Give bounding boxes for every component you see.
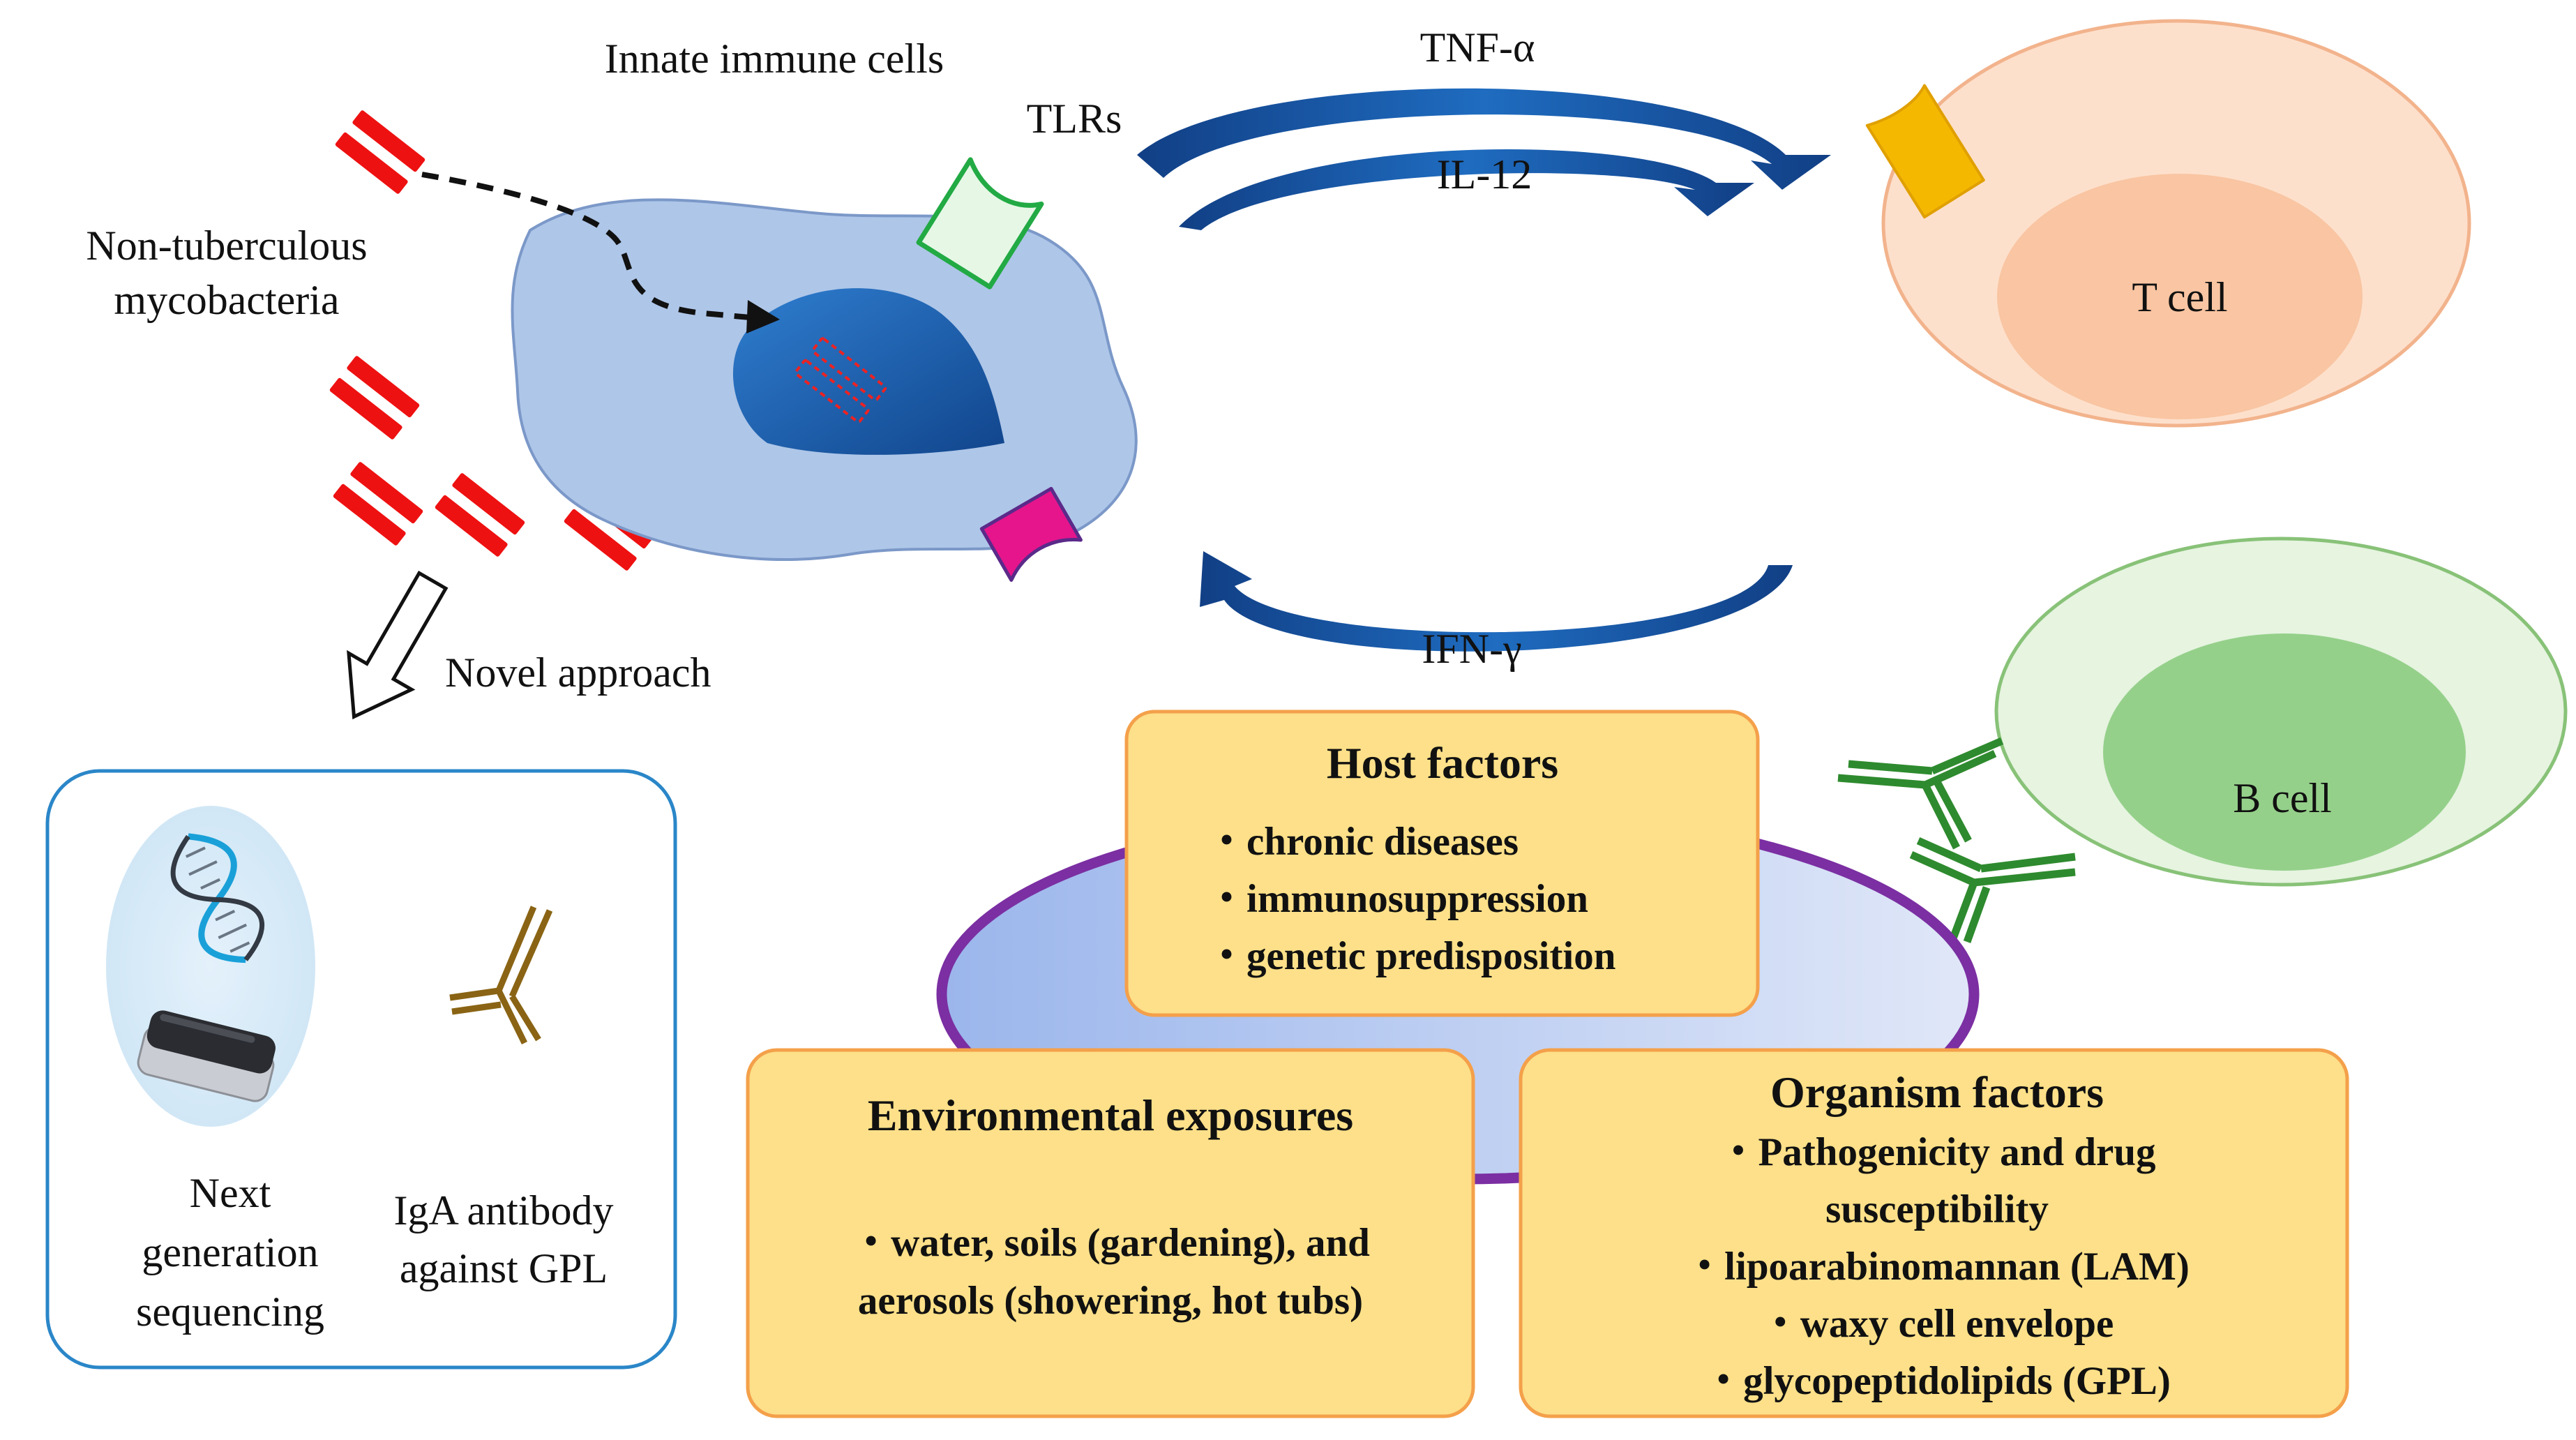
ngs-label-line: Next xyxy=(190,1170,271,1216)
organism-factors-item: ・glycopeptidolipids (GPL) xyxy=(1703,1359,2171,1403)
environmental-exposures-title: Environmental exposures xyxy=(868,1090,1353,1140)
bacterium-icon xyxy=(333,462,423,546)
host-factors-item: ・immunosuppression xyxy=(1207,877,1588,921)
il12-arrow xyxy=(1179,149,1754,230)
ngs-label-line: sequencing xyxy=(136,1289,324,1335)
organism-factors-item: susceptibility xyxy=(1825,1187,2049,1231)
ngs-label-line: generation xyxy=(142,1229,318,1275)
dna-icon xyxy=(170,833,265,963)
nucleus xyxy=(732,288,1004,455)
host-factors-item: ・genetic predisposition xyxy=(1207,934,1615,978)
organism-factors-box: Organism factors ・Pathogenicity and drug… xyxy=(1519,1048,2349,1418)
t-cell-label: T cell xyxy=(2132,274,2227,320)
approach-panel: Next generation sequencing IgA antibody … xyxy=(45,769,677,1370)
tlr-receptor-icon xyxy=(916,157,1044,290)
novel-approach-arrow-icon xyxy=(347,571,449,720)
t-cell-nucleus xyxy=(1997,174,2363,419)
iga-antibody-icon xyxy=(449,906,553,1044)
ntm-label-line2: mycobacteria xyxy=(114,277,339,323)
b-cell-nucleus xyxy=(2103,633,2466,871)
phagocytosis-dashed-arrow xyxy=(421,172,751,320)
organism-factors-item: ・Pathogenicity and drug xyxy=(1718,1130,2155,1174)
sequencer-device-icon xyxy=(137,1010,276,1102)
bacterium-icon xyxy=(335,110,425,194)
innate-cells-label: Innate immune cells xyxy=(605,36,944,82)
receptor-magenta-icon xyxy=(979,486,1083,582)
bacterium-icon xyxy=(435,473,525,557)
tlrs-label: TLRs xyxy=(1027,96,1122,142)
il12-label: IL-12 xyxy=(1437,151,1532,197)
environmental-exposures-box: Environmental exposures ・water, soils (g… xyxy=(746,1048,1475,1418)
host-factors-item: ・chronic diseases xyxy=(1207,820,1519,864)
host-factors-box: Host factors ・chronic diseases ・immunosu… xyxy=(1124,710,1760,1017)
tcr-receptor-icon xyxy=(1865,84,1985,219)
environmental-exposures-item: ・water, soils (gardening), and xyxy=(851,1221,1370,1265)
ifn-gamma-arrow xyxy=(1200,551,1793,652)
b-cell-label: B cell xyxy=(2233,775,2332,821)
novel-approach-label: Novel approach xyxy=(445,650,711,696)
ntm-label-line1: Non-tuberculous xyxy=(86,223,367,269)
organism-factors-item: ・waxy cell envelope xyxy=(1761,1302,2114,1346)
bacterium-icon xyxy=(329,356,420,440)
iga-label-line: against GPL xyxy=(400,1245,608,1291)
organism-factors-title: Organism factors xyxy=(1770,1067,2104,1117)
host-factors-title: Host factors xyxy=(1327,738,1558,788)
dashed-arrow-head-icon xyxy=(746,300,780,333)
antibody-icon xyxy=(1837,737,2004,850)
organism-factors-item: ・lipoarabinomannan (LAM) xyxy=(1685,1245,2190,1289)
tnf-alpha-label: TNF-α xyxy=(1420,24,1535,70)
iga-label-line: IgA antibody xyxy=(394,1187,614,1233)
ifn-gamma-label: IFN-γ xyxy=(1422,626,1521,672)
environmental-exposures-item: aerosols (showering, hot tubs) xyxy=(858,1279,1363,1323)
antibody-icon xyxy=(1909,837,2076,943)
tnf-alpha-arrow xyxy=(1137,88,1831,190)
